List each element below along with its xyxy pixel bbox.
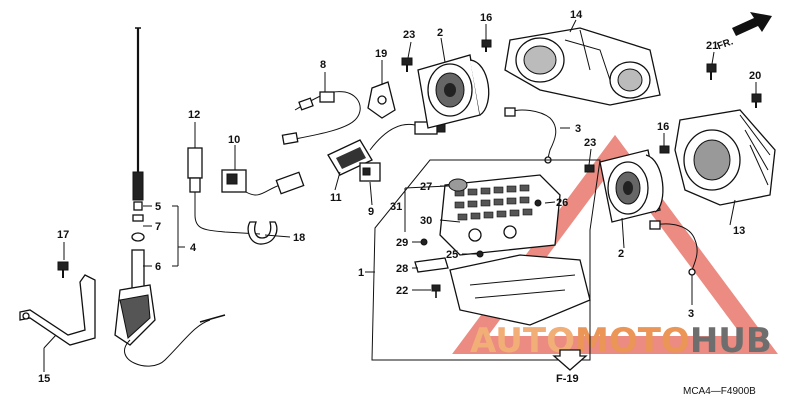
callout-15: 15 <box>38 373 50 385</box>
callout-26: 26 <box>556 197 568 209</box>
callout-7: 7 <box>155 221 161 233</box>
direction-indicator: FR. <box>716 12 772 52</box>
callout-29: 29 <box>396 237 408 249</box>
small-parts-center <box>327 57 446 182</box>
callout-12: 12 <box>188 109 200 121</box>
diagram-code: MCA4—F4900B <box>683 386 756 397</box>
callout-5: 5 <box>155 201 161 213</box>
cable-parts <box>187 91 361 245</box>
housing-14 <box>504 27 661 106</box>
housing-13 <box>659 63 776 206</box>
callout-31: 31 <box>390 201 402 213</box>
watermark-text: AUTOMOTOHUB <box>470 321 772 361</box>
callout-30: 30 <box>420 215 432 227</box>
callout-25: 25 <box>446 249 458 261</box>
callout-22: 22 <box>396 285 408 297</box>
reference-label: F-19 <box>556 373 579 385</box>
callout-17: 17 <box>57 229 69 241</box>
callout-23-top: 23 <box>403 29 415 41</box>
callout-23-right: 23 <box>584 137 596 149</box>
callout-10: 10 <box>228 134 240 146</box>
control-unit-assembly <box>371 159 601 371</box>
callout-2-top: 2 <box>437 27 443 39</box>
callout-28: 28 <box>396 263 408 275</box>
wire-3-top <box>504 107 557 164</box>
wire-3-right <box>649 220 698 276</box>
watermark-triangle <box>452 134 778 354</box>
callout-14: 14 <box>570 9 583 21</box>
callout-9: 9 <box>368 206 374 218</box>
callout-3-right: 3 <box>688 308 694 320</box>
callout-8: 8 <box>320 59 326 71</box>
callout-13: 13 <box>733 225 745 237</box>
callout-16-right: 16 <box>657 121 669 133</box>
antenna-assembly <box>19 27 226 367</box>
speaker-top <box>417 39 492 129</box>
callout-16-top: 16 <box>480 12 492 24</box>
callout-18: 18 <box>293 232 305 244</box>
callout-20: 20 <box>749 70 761 82</box>
watermark: AUTOMOTOHUB <box>452 134 778 361</box>
callout-11: 11 <box>330 192 342 204</box>
svg-text:FR.: FR. <box>716 36 735 52</box>
callout-27: 27 <box>420 181 432 193</box>
callout-labels: 1 2 2 3 3 4 5 6 7 8 9 10 11 12 13 14 15 … <box>38 9 761 385</box>
callout-3-top: 3 <box>575 123 581 135</box>
speaker-right <box>584 149 664 223</box>
callout-1: 1 <box>358 267 364 279</box>
callout-6: 6 <box>155 261 161 273</box>
bolt-17 <box>57 261 69 278</box>
callout-19: 19 <box>375 48 387 60</box>
callout-2-right: 2 <box>618 248 624 260</box>
leader-lines <box>43 19 757 372</box>
callout-4: 4 <box>190 242 197 254</box>
callout-21: 21 <box>706 40 718 52</box>
